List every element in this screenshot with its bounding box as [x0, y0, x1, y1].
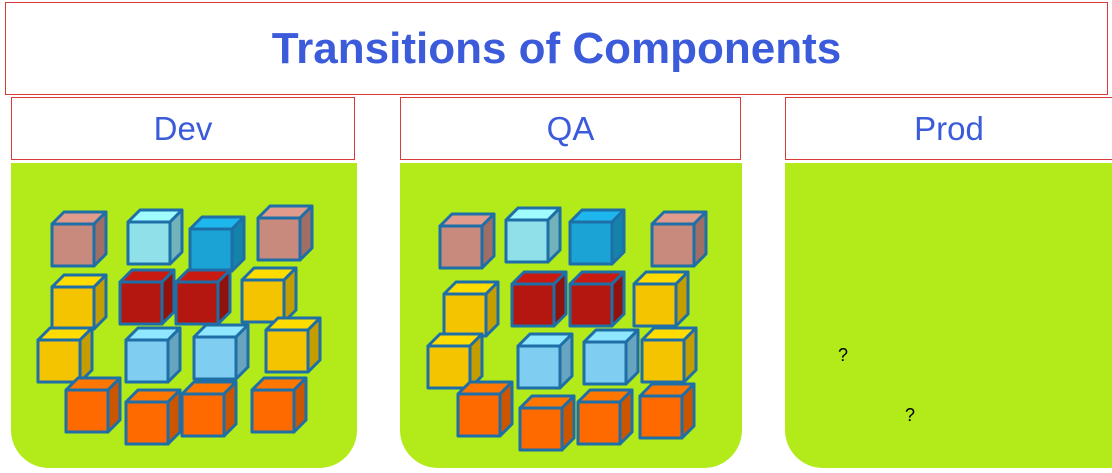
dev-cube-9	[36, 326, 94, 384]
stage-label-dev: Dev	[11, 97, 355, 160]
qa-cube-8	[632, 270, 690, 328]
qa-cube-16	[638, 382, 696, 440]
dev-cube-11	[192, 323, 250, 381]
qa-cube-11	[582, 328, 640, 386]
dev-cube-7	[174, 268, 232, 326]
dev-cube-10	[124, 326, 182, 384]
dev-cube-8	[240, 266, 298, 324]
prod-unknown-mark-1: ?	[838, 345, 849, 365]
page-title: Transitions of Components	[271, 23, 842, 73]
qa-cube-14	[518, 394, 576, 452]
qa-cube-7	[568, 270, 626, 328]
qa-cube-6	[510, 270, 568, 328]
qa-cube-12	[640, 326, 698, 384]
qa-cube-13	[456, 380, 514, 438]
dev-cube-1	[50, 210, 108, 268]
dev-cube-6	[118, 268, 176, 326]
qa-cube-1	[438, 212, 496, 270]
dev-cube-16	[250, 376, 308, 434]
dev-cube-14	[124, 388, 182, 446]
dev-cube-2	[126, 208, 184, 266]
qa-cube-10	[516, 332, 574, 390]
qa-cube-2	[504, 206, 562, 264]
stage-label-dev-text: Dev	[153, 109, 213, 147]
dev-cube-13	[64, 376, 122, 434]
title-box: Transitions of Components	[5, 2, 1108, 95]
qa-cube-15	[576, 388, 634, 446]
dev-cube-4	[256, 204, 314, 262]
stage-label-prod: Prod	[785, 97, 1112, 160]
qa-cube-4	[650, 210, 708, 268]
stage-label-qa: QA	[400, 97, 741, 160]
qa-cube-5	[442, 280, 500, 338]
dev-cube-15	[180, 380, 238, 438]
dev-cube-3	[188, 215, 246, 273]
stage-panel-prod	[785, 163, 1112, 468]
stage-label-prod-text: Prod	[914, 109, 984, 147]
qa-cube-9	[426, 332, 484, 390]
dev-cube-5	[50, 273, 108, 331]
prod-unknown-mark-2: ?	[905, 405, 916, 425]
qa-cube-3	[568, 208, 626, 266]
dev-cube-12	[264, 316, 322, 374]
stage-label-qa-text: QA	[546, 109, 595, 147]
